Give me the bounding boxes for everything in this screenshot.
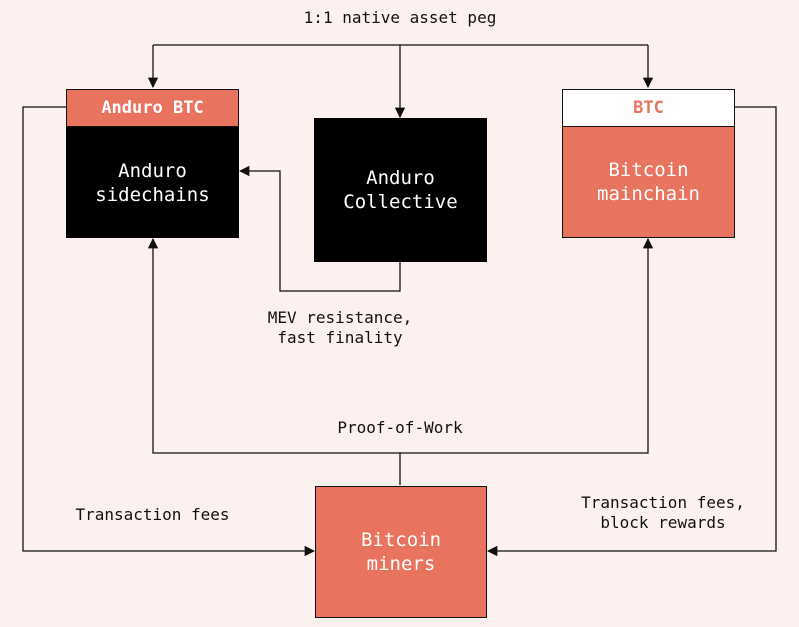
fees-right-label: Transaction fees, block rewards: [581, 493, 745, 532]
pow-line: [147, 237, 401, 485]
pow-label: Proof-of-Work: [337, 418, 463, 437]
anduro-btc-header: Anduro BTC: [66, 89, 239, 127]
btc-header: BTC: [562, 89, 735, 127]
anduro-collective-box: Anduro Collective: [314, 118, 487, 262]
fees-left-label: Transaction fees: [75, 505, 230, 524]
bitcoin-miners-box: Bitcoin miners: [315, 486, 487, 618]
pow-line-right: [400, 237, 654, 454]
mev-arrow: [238, 165, 401, 292]
mev-label: MEV resistance, fast finality: [267, 308, 413, 347]
fees-right-arrow: [486, 106, 777, 557]
fees-left-arrow: [22, 106, 316, 557]
peg-label: 1:1 native asset peg: [303, 8, 497, 27]
bitcoin-mainchain-box: Bitcoin mainchain: [562, 127, 735, 238]
anduro-sidechains-box: Anduro sidechains: [66, 127, 239, 238]
